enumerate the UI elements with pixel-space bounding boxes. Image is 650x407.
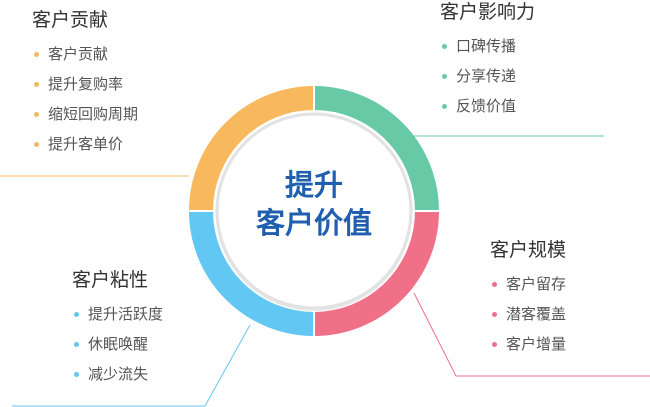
section-contribution: 客户贡献 客户贡献 提升复购率 缩短回购周期 提升客单价 bbox=[32, 8, 138, 159]
ring-segment-contribution bbox=[189, 86, 315, 212]
list-item: 减少流失 bbox=[72, 359, 163, 389]
bullet-list: 提升活跃度 休眠唤醒 减少流失 bbox=[72, 299, 163, 389]
section-title: 客户贡献 bbox=[32, 9, 109, 31]
ring-segment-scale bbox=[313, 210, 439, 336]
list-item: 客户增量 bbox=[490, 329, 566, 359]
connector-line-scale bbox=[413, 292, 650, 377]
list-item: 提升客单价 bbox=[32, 129, 138, 159]
center-title-line1: 提升 bbox=[284, 168, 343, 202]
list-item: 提升复购率 bbox=[32, 69, 138, 99]
ring-segment-stickiness bbox=[189, 210, 315, 336]
center-disc bbox=[215, 112, 413, 310]
bullet-list: 口碑传播 分享传递 反馈价值 bbox=[440, 31, 535, 121]
list-item: 客户留存 bbox=[490, 269, 566, 299]
connector-line-stickiness bbox=[12, 324, 251, 407]
list-item: 反馈价值 bbox=[440, 91, 535, 121]
list-item: 缩短回购周期 bbox=[32, 99, 138, 129]
section-title: 客户影响力 bbox=[440, 1, 536, 23]
section-title: 客户粘性 bbox=[72, 269, 149, 291]
section-influence: 客户影响力 口碑传播 分享传递 反馈价值 bbox=[440, 0, 535, 121]
list-item: 口碑传播 bbox=[440, 31, 535, 61]
center-title-line2: 客户价值 bbox=[255, 206, 372, 240]
section-stickiness: 客户粘性 提升活跃度 休眠唤醒 减少流失 bbox=[72, 268, 163, 389]
section-scale: 客户规模 客户留存 潜客覆盖 客户增量 bbox=[490, 238, 566, 359]
section-title: 客户规模 bbox=[490, 239, 567, 261]
list-item: 提升活跃度 bbox=[72, 299, 163, 329]
list-item: 客户贡献 bbox=[32, 39, 138, 69]
bullet-list: 客户留存 潜客覆盖 客户增量 bbox=[490, 269, 566, 359]
list-item: 潜客覆盖 bbox=[490, 299, 566, 329]
list-item: 休眠唤醒 bbox=[72, 329, 163, 359]
list-item: 分享传递 bbox=[440, 61, 535, 91]
bullet-list: 客户贡献 提升复购率 缩短回购周期 提升客单价 bbox=[32, 39, 138, 159]
center-title: 提升 客户价值 bbox=[234, 166, 394, 242]
ring-segment-influence bbox=[313, 86, 439, 212]
